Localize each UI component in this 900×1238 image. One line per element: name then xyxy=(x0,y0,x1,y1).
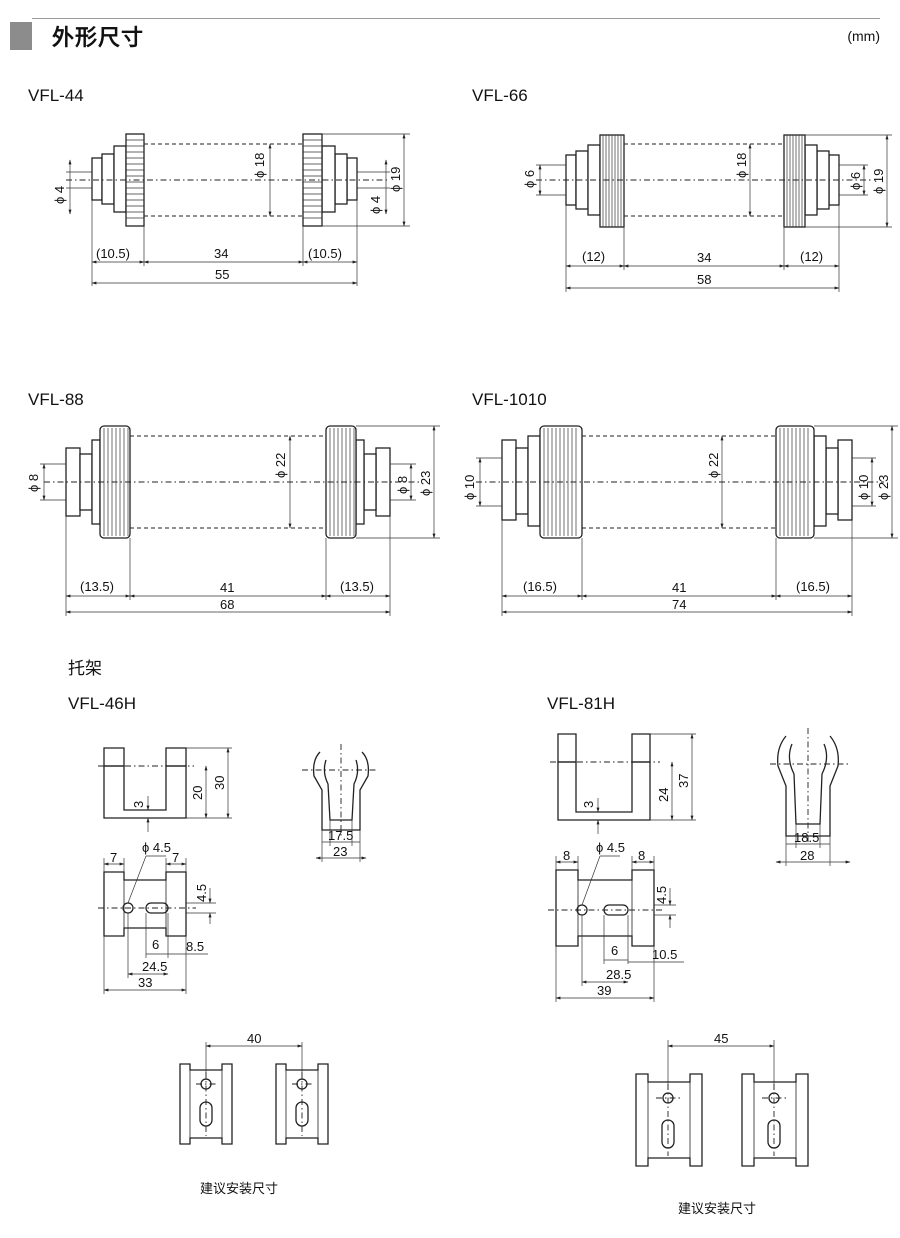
dim-flange-right-vfl-81h: 8 xyxy=(638,848,645,863)
dim-port-left-vfl-1010: ϕ 10 xyxy=(462,475,477,500)
dim-body-dia-vfl-1010: ϕ 22 xyxy=(706,453,721,478)
model-label-vfl-1010: VFL-1010 xyxy=(472,390,547,409)
dim-port-left-vfl-66: ϕ 6 xyxy=(522,170,537,188)
dim-body-dia-vfl-44: ϕ 18 xyxy=(252,153,267,178)
dim-half-height-vfl-46h: 4.5 xyxy=(194,884,209,902)
dim-slot-len-vfl-81h: 6 xyxy=(611,943,618,958)
dim-thickness-vfl-46h: 3 xyxy=(131,801,146,808)
filter-drawing-vfl-66: ϕ 6 ϕ 6 ϕ 18 ϕ 19 (12) 34 (12) 58 xyxy=(522,134,892,292)
dim-hole-vfl-46h: ϕ 4.5 xyxy=(142,840,171,855)
dim-hole-span-vfl-81h: 28.5 xyxy=(606,967,631,982)
dim-inner-width-vfl-46h: 17.5 xyxy=(328,828,353,843)
dim-total-vfl-1010: 74 xyxy=(672,597,686,612)
model-label-vfl-46h: VFL-46H xyxy=(68,694,137,713)
dim-port-left-vfl-88: ϕ 8 xyxy=(26,474,41,492)
dim-nut-dia-vfl-88: ϕ 23 xyxy=(418,471,433,496)
header-marker xyxy=(10,22,32,50)
filter-drawing-vfl-44: ϕ 4 ϕ 4 ϕ 18 ϕ 19 (10.5) 34 (10.5) 55 xyxy=(52,133,410,286)
mount-caption-vfl-46h: 建议安装尺寸 xyxy=(200,1182,279,1197)
dim-right-vfl-1010: (16.5) xyxy=(796,579,830,594)
dim-mount-pitch-vfl-46h: 40 xyxy=(247,1031,261,1046)
dim-inner-width-vfl-81h: 18.5 xyxy=(794,830,819,845)
dim-right-vfl-44: (10.5) xyxy=(308,246,342,261)
dim-body-dia-vfl-88: ϕ 22 xyxy=(273,453,288,478)
dim-body-dia-vfl-66: ϕ 18 xyxy=(734,153,749,178)
dim-slot-depth-vfl-81h: 24 xyxy=(656,788,671,802)
dim-mount-pitch-vfl-81h: 45 xyxy=(714,1031,728,1046)
header-rule xyxy=(32,18,880,19)
dim-mid-vfl-88: 41 xyxy=(220,580,234,595)
dim-total-vfl-66: 58 xyxy=(697,272,711,287)
dim-nut-dia-vfl-1010: ϕ 23 xyxy=(876,475,891,500)
dim-height-vfl-46h: 30 xyxy=(212,776,227,790)
page-title: 外形尺寸 xyxy=(52,26,145,51)
model-label-vfl-81h: VFL-81H xyxy=(547,694,616,713)
model-label-vfl-44: VFL-44 xyxy=(28,86,84,105)
dim-total-vfl-46h: 33 xyxy=(138,975,152,990)
dim-total-vfl-81h: 39 xyxy=(597,983,611,998)
dim-mid-vfl-66: 34 xyxy=(697,250,711,265)
dim-port-right-vfl-44: ϕ 4 xyxy=(368,196,383,214)
dim-port-right-vfl-88: ϕ 8 xyxy=(395,476,410,494)
dim-nut-dia-vfl-66: ϕ 19 xyxy=(871,169,886,194)
dim-left-vfl-66: (12) xyxy=(582,249,605,264)
dim-hole-vfl-81h: ϕ 4.5 xyxy=(596,840,625,855)
dim-half-height-vfl-81h: 4.5 xyxy=(654,886,669,904)
dim-slot-depth-vfl-46h: 20 xyxy=(190,786,205,800)
model-label-vfl-66: VFL-66 xyxy=(472,86,528,105)
mount-caption-vfl-81h: 建议安装尺寸 xyxy=(678,1202,757,1217)
dim-outer-width-vfl-46h: 23 xyxy=(333,844,347,859)
dim-total-vfl-44: 55 xyxy=(215,267,229,282)
bracket-section-title: 托架 xyxy=(68,659,102,679)
dim-edge-vfl-46h: 8.5 xyxy=(186,939,204,954)
dim-left-vfl-1010: (16.5) xyxy=(523,579,557,594)
unit-label: (mm) xyxy=(847,28,880,44)
dim-height-vfl-81h: 37 xyxy=(676,774,691,788)
dim-port-right-vfl-66: ϕ 6 xyxy=(848,172,863,190)
dim-flange-left-vfl-46h: 7 xyxy=(110,850,117,865)
dim-outer-width-vfl-81h: 28 xyxy=(800,848,814,863)
dim-mid-vfl-1010: 41 xyxy=(672,580,686,595)
model-label-vfl-88: VFL-88 xyxy=(28,390,84,409)
dim-nut-dia-vfl-44: ϕ 19 xyxy=(388,167,403,192)
dim-flange-left-vfl-81h: 8 xyxy=(563,848,570,863)
dim-thickness-vfl-81h: 3 xyxy=(581,801,596,808)
dim-slot-len-vfl-46h: 6 xyxy=(152,937,159,952)
dim-port-left-vfl-44: ϕ 4 xyxy=(52,186,67,204)
filter-drawing-vfl-88: ϕ 8 ϕ 8 ϕ 22 ϕ 23 (13.5) 41 (13.5) 68 xyxy=(26,425,440,616)
dim-right-vfl-66: (12) xyxy=(800,249,823,264)
bracket-drawing-vfl-81h: 24 37 3 18.5 28 8 8 ϕ 4.5 xyxy=(548,728,851,1167)
dim-total-vfl-88: 68 xyxy=(220,597,234,612)
dim-mid-vfl-44: 34 xyxy=(214,246,228,261)
dim-right-vfl-88: (13.5) xyxy=(340,579,374,594)
bracket-drawing-vfl-46h: 20 30 3 17.5 23 7 7 ϕ 4.5 xyxy=(98,744,378,1145)
dim-left-vfl-88: (13.5) xyxy=(80,579,114,594)
dim-left-vfl-44: (10.5) xyxy=(96,246,130,261)
dim-hole-span-vfl-46h: 24.5 xyxy=(142,959,167,974)
dim-port-right-vfl-1010: ϕ 10 xyxy=(856,475,871,500)
dim-edge-vfl-81h: 10.5 xyxy=(652,947,677,962)
dim-flange-right-vfl-46h: 7 xyxy=(172,850,179,865)
filter-drawing-vfl-1010: ϕ 10 ϕ 10 ϕ 22 ϕ 23 (16.5) 41 (16.5) 74 xyxy=(462,425,898,616)
